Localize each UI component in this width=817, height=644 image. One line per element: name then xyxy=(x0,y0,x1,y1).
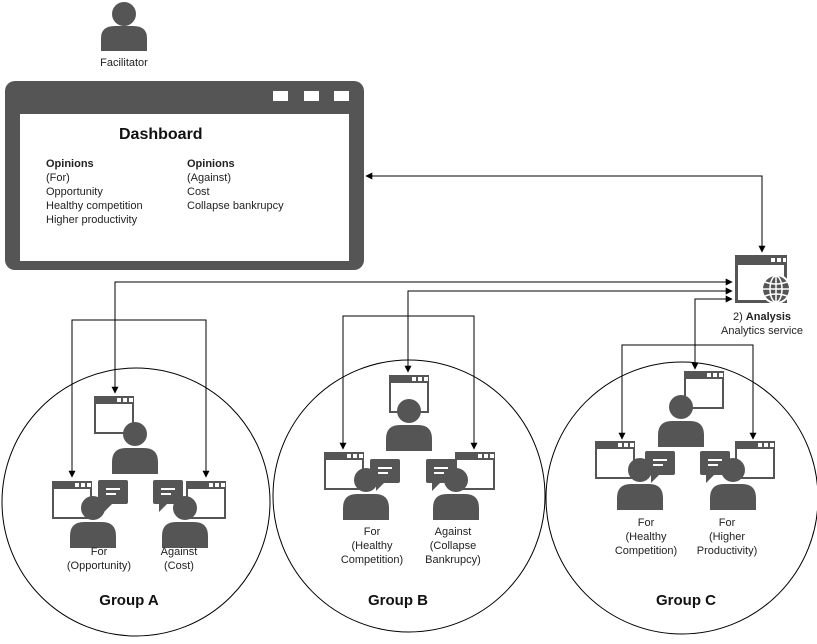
group-b-for-label: For (Healthy Competition) xyxy=(341,525,403,567)
group-a-for-label: For (Opportunity) xyxy=(67,545,131,573)
group-b-title: Group B xyxy=(368,592,428,609)
label-line: Against xyxy=(160,546,198,558)
label-line: For xyxy=(637,517,655,529)
group-c-for-productivity-participant-icon xyxy=(700,441,775,510)
group-b-facilitator-icon xyxy=(386,375,432,451)
against-item: Cost xyxy=(187,186,210,198)
analytics-group-b-connector xyxy=(404,287,733,373)
label-line: (Healthy xyxy=(625,531,667,543)
label-line: For xyxy=(90,546,108,558)
analysis-subtitle: Analytics service xyxy=(721,325,803,337)
for-heading: Opinions xyxy=(46,158,94,170)
group-a-against-label: Against (Cost) xyxy=(161,545,198,573)
group-c-for-competition-label: For (Healthy Competition) xyxy=(615,516,677,558)
group-c-circle xyxy=(545,361,817,635)
group-a-circle xyxy=(1,367,271,637)
facilitator-person-icon xyxy=(101,2,147,51)
label-line: For xyxy=(718,517,736,529)
group-b-circle xyxy=(272,359,546,633)
window-control xyxy=(334,91,349,101)
group-c-for-participant-icon xyxy=(595,441,675,510)
label-line: (Collapse xyxy=(429,540,477,552)
label-line: Against xyxy=(434,526,472,538)
label-line: Productivity) xyxy=(696,545,758,557)
label-line: Competition) xyxy=(340,554,404,566)
analytics-service-icon xyxy=(735,255,791,304)
label-line: (Cost) xyxy=(164,560,194,572)
label-line: Bankrupcy) xyxy=(425,554,481,566)
connectors xyxy=(68,172,766,478)
against-heading: Opinions xyxy=(187,158,235,170)
analytics-group-c-connector xyxy=(691,295,733,370)
group-a-facilitator-icon xyxy=(94,396,158,474)
group-c-for-productivity-label: For (Higher Productivity) xyxy=(697,516,758,558)
for-item: Healthy competition xyxy=(46,200,143,212)
for-item: Opportunity xyxy=(46,186,103,198)
against-item: Collapse bankrupcy xyxy=(187,200,284,212)
group-b-against-label: Against (Collapse Bankrupcy) xyxy=(425,525,481,567)
group-c-facilitator-icon xyxy=(658,371,724,447)
dashboard-title: Dashboard xyxy=(119,126,203,143)
label-line: (Healthy xyxy=(351,540,393,552)
against-subheading: (Against) xyxy=(187,172,232,184)
dashboard-analytics-connector xyxy=(365,172,766,253)
window-control xyxy=(304,91,319,101)
analysis-title: Analysis xyxy=(745,311,792,323)
group-a-for-participant-icon xyxy=(52,480,128,548)
dashboard-for-column: Opinions (For) Opportunity Healthy compe… xyxy=(46,157,143,227)
group-c-title: Group C xyxy=(656,592,716,609)
group-a-title: Group A xyxy=(99,592,159,609)
group-b-internal-connector xyxy=(339,315,478,450)
label-line: For xyxy=(363,526,381,538)
group-b-for-participant-icon xyxy=(324,452,400,520)
dashboard-against-column: Opinions (Against) Cost Collapse bankrup… xyxy=(187,157,284,213)
window-control xyxy=(273,91,288,101)
analysis-label: 2) Analysis Analytics service xyxy=(721,310,803,338)
group-b-against-participant-icon xyxy=(426,452,495,520)
label-line: (Opportunity) xyxy=(66,560,132,572)
dashboard-window xyxy=(5,81,364,270)
analytics-group-a-connector xyxy=(111,278,733,394)
facilitator-label: Facilitator xyxy=(100,57,148,69)
label-line: Competition) xyxy=(614,545,678,557)
for-subheading: (For) xyxy=(46,172,70,184)
group-a-against-participant-icon xyxy=(153,480,226,548)
group-c-internal-connector xyxy=(618,344,757,440)
label-line: (Higher xyxy=(708,531,746,543)
for-item: Higher productivity xyxy=(46,214,138,226)
analysis-step: 2) xyxy=(732,311,743,323)
group-a-internal-connector xyxy=(68,319,210,478)
